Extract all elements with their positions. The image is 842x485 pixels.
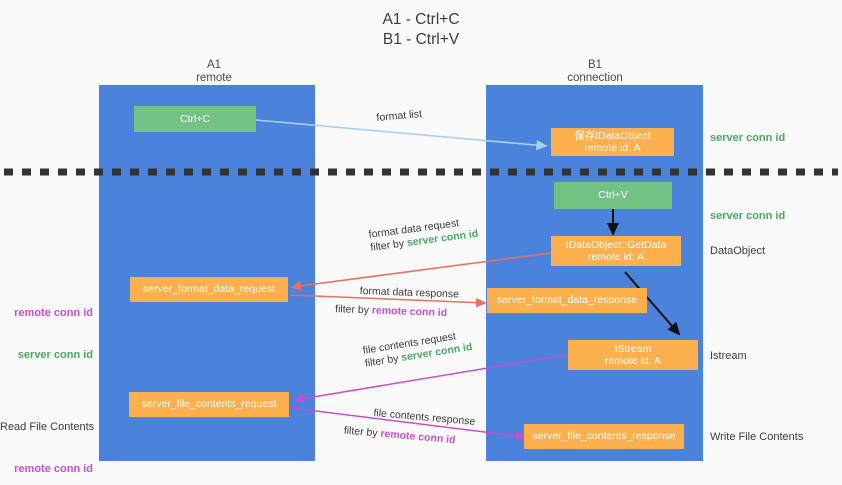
box-ctrl-c[interactable]: Ctrl+C [134, 106, 256, 132]
annotation-remote-conn-id-format: remote conn id [14, 307, 93, 319]
box-server-file-contents-request[interactable]: server_file_contents_request [129, 392, 289, 417]
filter-by-highlight: remote conn id [379, 427, 456, 447]
column-header-b1: B1 connection [567, 59, 623, 84]
edge-label-line2: filter by remote conn id [343, 424, 474, 448]
annotation-file-contents-conn-ids: Read File Contents remote conn id server… [0, 392, 95, 485]
box-ctrl-v[interactable]: Ctrl+V [554, 182, 672, 209]
annotation-read-file-contents: Read File Contents [0, 421, 95, 433]
box-server-format-data-request[interactable]: server_format_data_request [130, 277, 288, 302]
filter-by-prefix: filter by [343, 424, 381, 440]
edge-label-format-data-request: format data request filter by server con… [368, 215, 479, 255]
annotation-remote-conn-id-file: remote conn id [14, 463, 93, 475]
box-save-idataobject[interactable]: 保存IDataObject remote id: A [551, 128, 674, 156]
box-server-file-contents-response[interactable]: server_file_contents_response [524, 424, 684, 449]
filter-by-highlight: remote conn id [371, 304, 448, 320]
edge-label-format-list: format list [376, 108, 423, 124]
edge-label-line2: filter by remote conn id [335, 303, 459, 320]
box-idataobject-getdata[interactable]: IDataObject::GetData remote id: A [551, 236, 681, 266]
page-title: A1 - Ctrl+C B1 - Ctrl+V [382, 11, 460, 48]
annotation-dataobject: DataObject [710, 245, 766, 257]
box-server-format-data-response[interactable]: server_format_data_response [487, 288, 647, 313]
annotation-server-conn-id-format: server conn id [17, 349, 93, 361]
filter-by-prefix: filter by [334, 303, 373, 317]
annotation-write-file-contents: Write File Contents [710, 431, 804, 443]
annotation-server-conn-id-mid: server conn id [710, 210, 786, 222]
edge-label-line1: format data response [359, 285, 460, 301]
box-istream[interactable]: IStream remote id: A [568, 340, 698, 370]
edge-label-format-data-response: format data response filter by remote co… [335, 285, 460, 320]
column-header-a1: A1 remote [196, 59, 232, 84]
edge-label-file-contents-response: file contents response filter by remote … [343, 407, 476, 449]
edge-label-line1: file contents response [372, 407, 476, 428]
annotation-istream: Istream [710, 350, 747, 362]
annotation-server-conn-id-top: server conn id [710, 132, 786, 144]
annotation-format-data-conn-ids: remote conn id server conn id [0, 278, 93, 390]
edge-label-file-contents-request: file contents request filter by server c… [362, 328, 473, 371]
